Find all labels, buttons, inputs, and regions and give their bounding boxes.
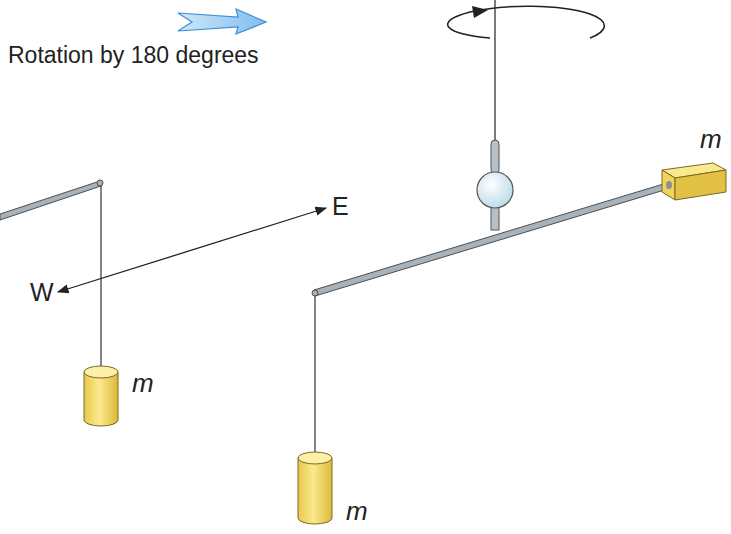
mass-label: m — [700, 126, 722, 152]
beam-end — [97, 180, 103, 186]
mirror — [477, 172, 513, 208]
mass-label: m — [132, 370, 154, 396]
cylinder-mass — [84, 366, 118, 378]
direction-arrow — [178, 9, 266, 34]
balance-beam — [314, 182, 671, 296]
mass-label: m — [346, 498, 368, 524]
cylinder-mass — [84, 372, 118, 426]
beam-end — [312, 290, 318, 296]
box-mass — [675, 170, 726, 200]
rotation-ellipse — [448, 6, 605, 38]
balance-beam — [0, 181, 101, 220]
cylinder-mass — [298, 458, 332, 524]
suspension-wire — [314, 296, 315, 456]
cylinder-mass — [298, 452, 332, 464]
rotation-arrowhead — [472, 6, 488, 18]
compass-label: W — [30, 280, 54, 305]
torsion-fibre — [494, 0, 495, 142]
beam-end — [666, 181, 672, 189]
caption-text: Rotation by 180 degrees — [8, 44, 259, 67]
compass-label: E — [332, 194, 349, 219]
mirror-rod — [491, 140, 499, 174]
compass-arrow — [58, 208, 326, 292]
box-mass — [662, 170, 675, 200]
